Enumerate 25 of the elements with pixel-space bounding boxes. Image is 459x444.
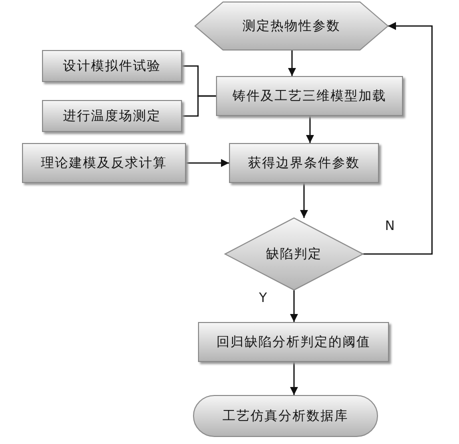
process-box bbox=[22, 143, 186, 183]
arrow bbox=[290, 290, 298, 322]
process-box bbox=[229, 143, 379, 183]
node-text: 缺陷判定 bbox=[266, 246, 322, 263]
arrow bbox=[300, 183, 308, 218]
node-text: 进行温度场测定 bbox=[63, 108, 161, 125]
decision-diamond bbox=[225, 218, 363, 290]
arrow bbox=[288, 50, 296, 76]
node-text: 理论建模及反求计算 bbox=[41, 155, 167, 172]
process-box bbox=[216, 76, 403, 116]
arrow bbox=[186, 159, 229, 167]
terminal-box bbox=[193, 395, 378, 437]
arrow bbox=[290, 362, 298, 395]
process-box bbox=[198, 322, 389, 362]
node-text: 工艺仿真分析数据库 bbox=[222, 408, 348, 425]
arrow bbox=[306, 116, 314, 143]
hexagon-box bbox=[195, 2, 388, 50]
node-text: 回归缺陷分析判定的阈值 bbox=[216, 334, 370, 351]
node-text: 获得边界条件参数 bbox=[248, 155, 360, 172]
process-box bbox=[42, 100, 182, 132]
process-box bbox=[42, 50, 182, 82]
node-text: 设计模拟件试验 bbox=[63, 58, 161, 75]
arrow bbox=[363, 22, 433, 255]
node-text: 铸件及工艺三维模型加载 bbox=[232, 88, 386, 105]
node-text: 测定热物性参数 bbox=[242, 18, 340, 35]
